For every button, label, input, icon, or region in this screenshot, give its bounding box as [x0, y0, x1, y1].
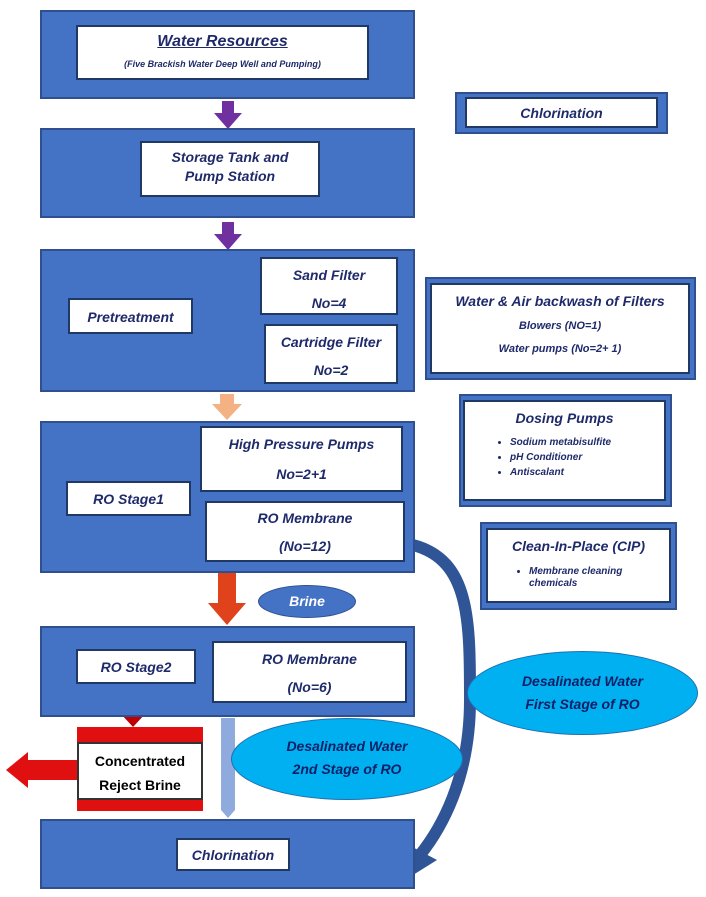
- water-resources-title: Water Resources: [157, 33, 288, 50]
- brine-oval: Brine: [258, 585, 356, 618]
- desal2-line2: 2nd Stage of RO: [292, 761, 402, 777]
- dosing-item: Sodium metabisulfite: [510, 435, 611, 450]
- desal1-line1: Desalinated Water: [521, 673, 644, 689]
- chlorination-bottom-box: Chlorination: [176, 838, 290, 871]
- brine-label: Brine: [289, 593, 325, 609]
- dosing-box: Dosing Pumps: [463, 400, 666, 501]
- dosing-title: Dosing Pumps: [515, 410, 614, 426]
- desal1-line2: First Stage of RO: [525, 696, 640, 712]
- ro1-membrane-line2: (No=12): [279, 538, 331, 554]
- chlorination-top-label: Chlorination: [520, 105, 603, 121]
- ro-stage2-label-box: RO Stage2: [76, 649, 196, 684]
- cip-list: Membrane cleaning: [515, 565, 622, 578]
- pretreatment-label-box: Pretreatment: [68, 298, 193, 334]
- backwash-item1: Blowers (NO=1): [518, 320, 602, 332]
- dosing-item: Antiscalant: [510, 465, 611, 480]
- ro2-membrane-line2: (No=6): [287, 679, 332, 695]
- reject-line1: Concentrated: [94, 753, 186, 769]
- dosing-list: Sodium metabisulfite pH Conditioner Anti…: [496, 435, 611, 480]
- arrow-desal1-curve: [411, 539, 477, 859]
- backwash-item2: Water pumps (No=2+ 1): [498, 343, 622, 355]
- reject-box: Concentrated Reject Brine: [77, 742, 203, 800]
- ro2-membrane-line1: RO Membrane: [262, 651, 357, 667]
- arrow-pretreat-to-ro1: [212, 394, 242, 420]
- sand-filter-line2: No=4: [311, 295, 347, 311]
- storage-line2: Pump Station: [184, 168, 276, 184]
- ro-stage1-label: RO Stage1: [93, 491, 164, 507]
- ro1-membrane-line1: RO Membrane: [257, 510, 353, 526]
- storage-line1: Storage Tank and: [171, 149, 289, 165]
- arrow-ro1-to-ro2: [208, 573, 246, 625]
- arrow-storage-to-pretreat: [214, 222, 242, 250]
- dosing-item: pH Conditioner: [510, 450, 611, 465]
- hp-pumps-line1: High Pressure Pumps: [228, 436, 375, 452]
- cartridge-filter-box: Cartridge Filter No=2: [264, 324, 398, 384]
- sand-filter-box: Sand Filter No=4: [260, 257, 398, 315]
- water-resources-subtitle: (Five Brackish Water Deep Well and Pumpi…: [124, 59, 321, 69]
- backwash-title: Water & Air backwash of Filters: [455, 293, 665, 309]
- reject-line2: Reject Brine: [99, 777, 181, 793]
- ro-stage1-label-box: RO Stage1: [66, 481, 191, 516]
- pretreatment-label: Pretreatment: [87, 309, 174, 325]
- ro1-membrane-box: RO Membrane (No=12): [205, 501, 405, 562]
- cip-item-cont: chemicals: [529, 578, 578, 589]
- ro2-membrane-box: RO Membrane (No=6): [212, 641, 407, 703]
- cartridge-filter-line1: Cartridge Filter: [280, 334, 382, 350]
- hp-pumps-box: High Pressure Pumps No=2+1: [200, 426, 403, 492]
- chlorination-top-box: Chlorination: [465, 97, 658, 128]
- desal1-oval: Desalinated Water First Stage of RO: [467, 651, 698, 735]
- cip-box: Clean-In-Place (CIP): [486, 528, 671, 603]
- cip-item: Membrane cleaning: [529, 565, 622, 578]
- arrow-ro2-to-chlorination: [221, 718, 235, 818]
- arrow-wr-to-storage: [214, 101, 242, 129]
- chlorination-bottom-label: Chlorination: [191, 847, 275, 863]
- ro-stage2-label: RO Stage2: [100, 659, 172, 675]
- desal2-line1: Desalinated Water: [286, 738, 408, 754]
- cartridge-filter-line2: No=2: [313, 362, 349, 378]
- cip-title: Clean-In-Place (CIP): [511, 538, 646, 554]
- arrow-reject-out: [6, 752, 78, 788]
- backwash-box: Water & Air backwash of Filters Blowers …: [430, 283, 690, 374]
- storage-box: Storage Tank and Pump Station: [140, 141, 320, 197]
- sand-filter-line1: Sand Filter: [292, 267, 366, 283]
- hp-pumps-line2: No=2+1: [276, 466, 327, 482]
- desal2-oval: Desalinated Water 2nd Stage of RO: [231, 718, 463, 800]
- water-resources-box: Water Resources (Five Brackish Water Dee…: [76, 25, 369, 80]
